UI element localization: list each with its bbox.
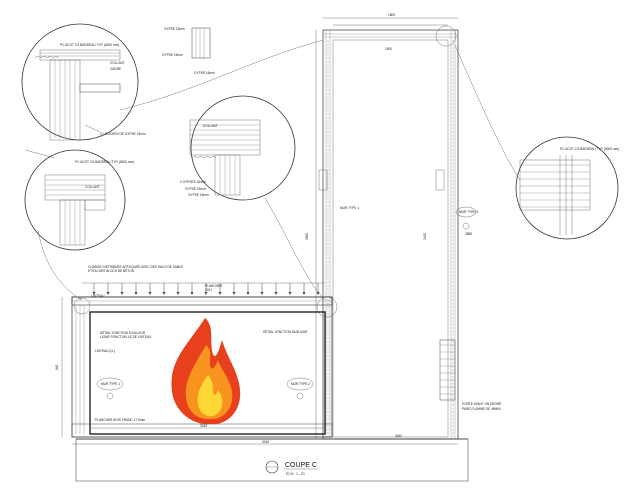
dim-height-1: 3300 [305, 233, 309, 240]
corner-callout-left [73, 297, 91, 315]
dim-bottom-1: 3245 [200, 424, 207, 428]
linteau-label: LINTEAU (LL) [95, 349, 115, 353]
small-gypse-2: GYPSE 16mm [162, 53, 183, 57]
mur-type-1-label: MUR TYPE 1 [340, 206, 359, 210]
detail1-double-gypse: 2 COUCHES DE GYPSE 15mm [100, 132, 146, 136]
detail-jonction-label-2: LIGNE PONCTUELLE DE LINTEAU [100, 335, 152, 339]
detail1-pc-label: PC ACOT 2.5 BARDEAU TYP. (8000 mm) [60, 43, 119, 47]
mur-type-3-callout: MUR TYPE 3 [459, 210, 478, 214]
furnace-chamber: CHARGE DISTRIBUÉE APPLIQUÉE AVEC DES SAC… [55, 264, 469, 482]
detail4-pc-label: PC ACOT 2.5 BARDEAU TYP. (8000 mm) [560, 147, 619, 151]
mur-type-2-callout: MUR TYPE 2 [291, 382, 310, 386]
detail2-pc-label: PC ACOT 2.5 BARDEAU TYP. (8000 mm) [75, 160, 134, 164]
title-block: COUPE C ÉCH.: 1 : 20 [265, 460, 318, 476]
detail-bubble-1: PC ACOT 2.5 BARDEAU TYP. (8000 mm) COLLA… [21, 23, 146, 141]
detail-bubble-3: COLLANT 2 GYPSES 16mm GYPSE 15mm GYPSE 1… [180, 95, 296, 201]
small-gypse-1: GYPSE 15mm [164, 27, 185, 31]
mur-type-1-callout: MUR TYPE 1 [101, 382, 120, 386]
dim-height-2: 2420 [423, 233, 427, 240]
plancher-label-2: 2021 [205, 288, 212, 292]
fire-icon [171, 318, 241, 425]
detail-bubble-2: PC ACOT 2.5 BARDEAU TYP. (8000 mm) COLLA… [24, 149, 134, 251]
tall-wall: 1800 1500 3300 2420 3885 MUR TYPE 1 PORT… [305, 13, 501, 440]
dim-height-3: 3885 [465, 232, 472, 236]
detail-top-small: GYPSE 15mm GYPSE 16mm GYPSE 16mm [162, 27, 215, 75]
detail-bubble-4: PC ACOT 2.5 BARDEAU TYP. (8000 mm) [515, 136, 619, 240]
detail1-collant: COLLANT [110, 61, 125, 65]
charge-label-2: ET/OU DES BLOCS DE BÉTON [88, 268, 135, 273]
plancher-label: PLANCHER [205, 284, 223, 288]
detail3-gypse-3: GYPSE 16mm [188, 193, 209, 197]
corner-callout-right [316, 296, 338, 318]
dim-total: 3240 [262, 440, 269, 444]
detail3-gypse-1: GYPSE 15mm [185, 187, 206, 191]
charge-label: CHARGE DISTRIBUÉE APPLIQUÉE AVEC DES SAC… [88, 264, 183, 269]
detail-jonction-label: DÉTAIL JONCTION D'AILLEUR [100, 330, 146, 335]
detail2-collant: COLLANT [85, 185, 100, 189]
dim-top-label: 1800 [388, 13, 395, 17]
dim-width-1: 1500 [385, 47, 392, 51]
drawing-scale: ÉCH.: 1 : 20 [286, 471, 305, 476]
corner-callout-top [435, 25, 457, 47]
drawing-title: COUPE C [285, 462, 317, 469]
dim-bottom-2: 3440 [395, 434, 402, 438]
porte-label: PORTE AYANT UN DEGRÉ [462, 401, 501, 406]
small-gypse-3: GYPSE 16mm [194, 71, 215, 75]
detail3-gypse-2c: 2 GYPSES 16mm [180, 180, 206, 184]
detail1-cadre: CADRE [110, 67, 121, 71]
detail3-collant: COLLANT [203, 124, 218, 128]
detail-jonction-mur-label: DÉTAIL JONCTION MUR-MUR [263, 329, 308, 334]
porte-label-2: PARE-FLAMME DE 45MIN [462, 407, 501, 411]
linteau-top-label: LINTEAU [91, 294, 105, 298]
plancher-bois-label: PLANCHER BOIS FRANC 17.5mm [95, 418, 145, 422]
dim-left: 840 [55, 364, 59, 370]
